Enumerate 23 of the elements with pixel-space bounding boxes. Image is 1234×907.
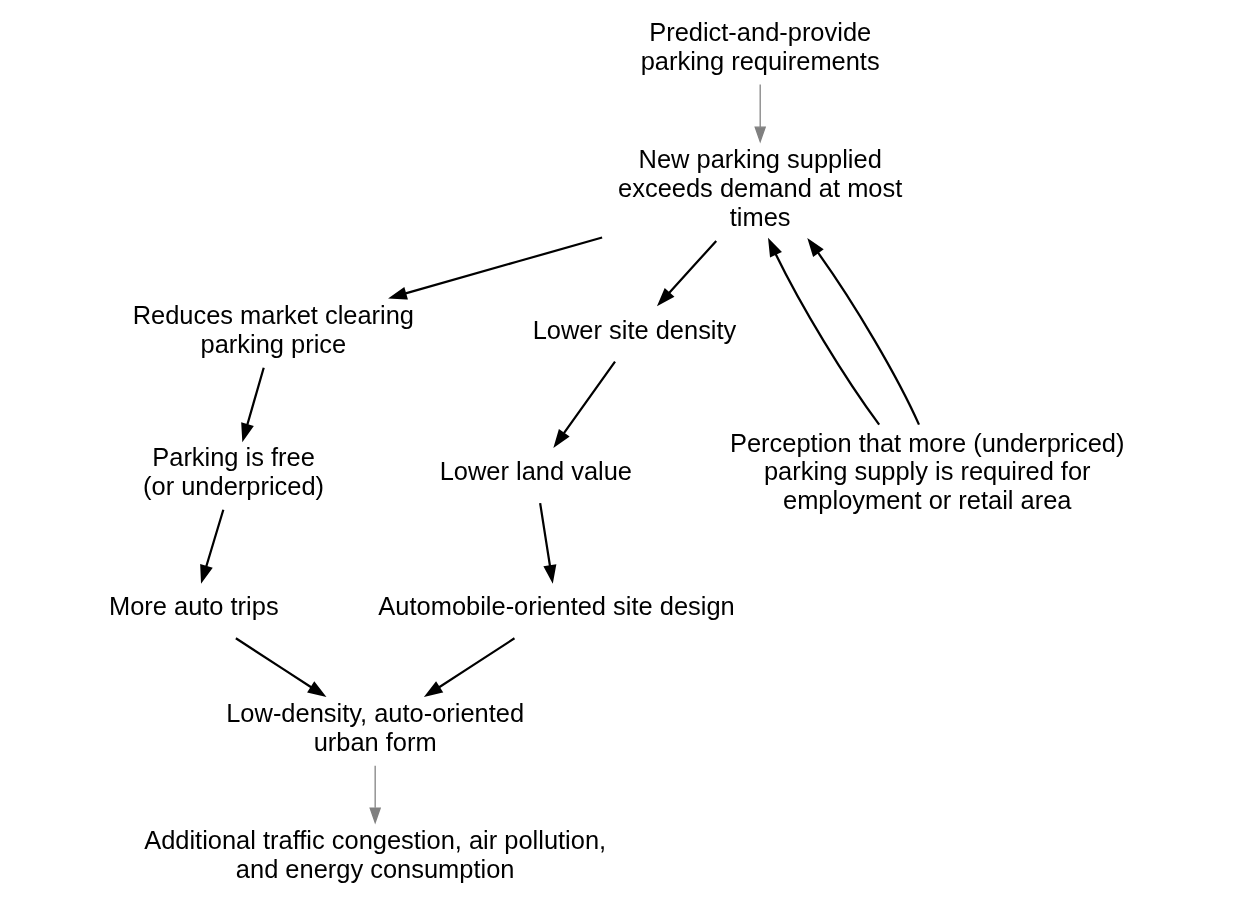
arrow <box>200 509 225 584</box>
arrow <box>423 637 516 698</box>
node-text: Perception that more (underpriced) parking supply is required for employment or retail area <box>730 428 1125 514</box>
arrow <box>656 240 718 307</box>
node-text: More auto trips <box>108 592 279 621</box>
arrow <box>369 765 382 825</box>
arrow <box>768 237 881 426</box>
node-text: New parking supplied exceeds demand at most times <box>618 145 903 231</box>
arrow <box>235 637 327 698</box>
arrow <box>754 83 767 144</box>
node-text: Reduces market clearing parking price <box>132 301 415 358</box>
node-text: Additional traffic congestion, air pollution, and energy consumption <box>144 826 607 883</box>
node-text: Low-density, auto-oriented urban form <box>226 699 525 756</box>
node-text: Predict-and-provide parking requirements <box>640 18 880 75</box>
arrow <box>553 360 616 449</box>
node-text: Parking is free (or underpriced) <box>143 442 325 500</box>
arrow <box>388 236 603 300</box>
node-text: Lower site density <box>532 315 737 344</box>
node-text: Lower land value <box>439 457 633 486</box>
node-text: Automobile-oriented site design <box>378 592 735 621</box>
arrow <box>241 367 265 443</box>
arrow <box>539 502 557 584</box>
arrow <box>807 238 920 426</box>
